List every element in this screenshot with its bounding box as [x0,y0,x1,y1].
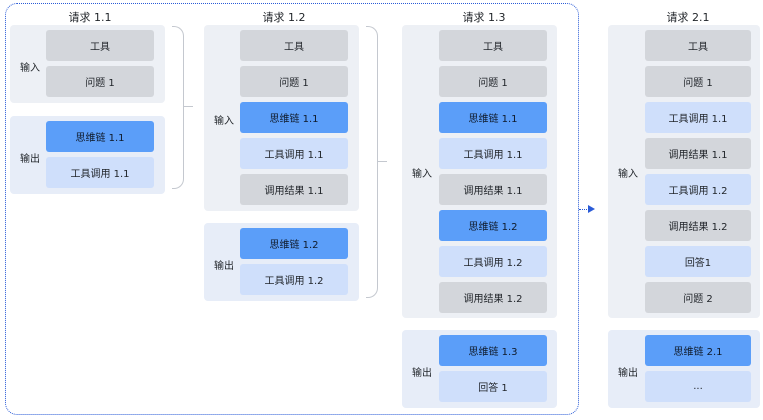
box-tools: 工具 [439,30,547,61]
arrow-to-2-1-icon [588,205,595,213]
box-ellipsis: ... [645,371,751,402]
title-request-1-2: 请求 1.2 [262,11,306,24]
box-call-result-1-2: 调用结果 1.2 [439,282,547,313]
input-label: 输入 [618,169,638,180]
input-label: 输入 [20,63,40,74]
box-cot-1-1: 思维链 1.1 [439,102,547,133]
box-tool-call-1-2: 工具调用 1.2 [240,264,348,295]
bracket-tip-2 [377,161,387,162]
box-answer-1: 回答 1 [439,371,547,402]
box-call-result-1-1: 调用结果 1.1 [645,138,751,169]
input-label: 输入 [412,169,432,180]
output-label: 输出 [214,261,234,272]
box-tool-call-1-1: 工具调用 1.1 [46,157,154,188]
box-cot-1-2: 思维链 1.2 [439,210,547,241]
title-request-1-3: 请求 1.3 [462,11,506,24]
box-call-result-1-2: 调用结果 1.2 [645,210,751,241]
box-question-1: 问题 1 [645,66,751,97]
request-1-2-input-group: 输入 工具 问题 1 思维链 1.1 工具调用 1.1 调用结果 1.1 [204,25,359,211]
request-2-1-input-group: 输入 工具 问题 1 工具调用 1.1 调用结果 1.1 工具调用 1.2 调用… [608,25,760,318]
box-question-2: 问题 2 [645,282,751,313]
box-cot-1-1: 思维链 1.1 [46,121,154,152]
box-tool-call-1-2: 工具调用 1.2 [645,174,751,205]
box-question-1: 问题 1 [439,66,547,97]
output-label: 输出 [20,154,40,165]
box-tool-call-1-2: 工具调用 1.2 [439,246,547,277]
request-1-3-input-group: 输入 工具 问题 1 思维链 1.1 工具调用 1.1 调用结果 1.1 思维链… [402,25,557,318]
output-label: 输出 [618,368,638,379]
box-call-result-1-1: 调用结果 1.1 [240,174,348,205]
box-question-1: 问题 1 [240,66,348,97]
arrow-line-to-2-1 [579,209,589,210]
title-request-1-1: 请求 1.1 [68,11,112,24]
output-label: 输出 [412,368,432,379]
request-1-2-output-group: 输出 思维链 1.2 工具调用 1.2 [204,223,359,301]
conversation-1-outline [5,3,579,415]
bracket-1-to-2 [172,26,184,189]
box-question-1: 问题 1 [46,66,154,97]
box-call-result-1-1: 调用结果 1.1 [439,174,547,205]
box-tools: 工具 [240,30,348,61]
box-cot-1-3: 思维链 1.3 [439,335,547,366]
box-tools: 工具 [645,30,751,61]
box-cot-1-2: 思维链 1.2 [240,228,348,259]
box-tool-call-1-1: 工具调用 1.1 [240,138,348,169]
box-tools: 工具 [46,30,154,61]
request-1-3-output-group: 输出 思维链 1.3 回答 1 [402,330,557,408]
request-1-1-input-group: 输入 工具 问题 1 [10,25,165,103]
bracket-tip-1 [183,106,193,107]
box-answer-1: 回答1 [645,246,751,277]
box-cot-1-1: 思维链 1.1 [240,102,348,133]
title-request-2-1: 请求 2.1 [666,11,710,24]
input-label: 输入 [214,116,234,127]
request-1-1-output-group: 输出 思维链 1.1 工具调用 1.1 [10,116,165,194]
bracket-2-to-3 [366,26,378,298]
box-cot-2-1: 思维链 2.1 [645,335,751,366]
request-2-1-output-group: 输出 思维链 2.1 ... [608,330,760,408]
box-tool-call-1-1: 工具调用 1.1 [645,102,751,133]
box-tool-call-1-1: 工具调用 1.1 [439,138,547,169]
